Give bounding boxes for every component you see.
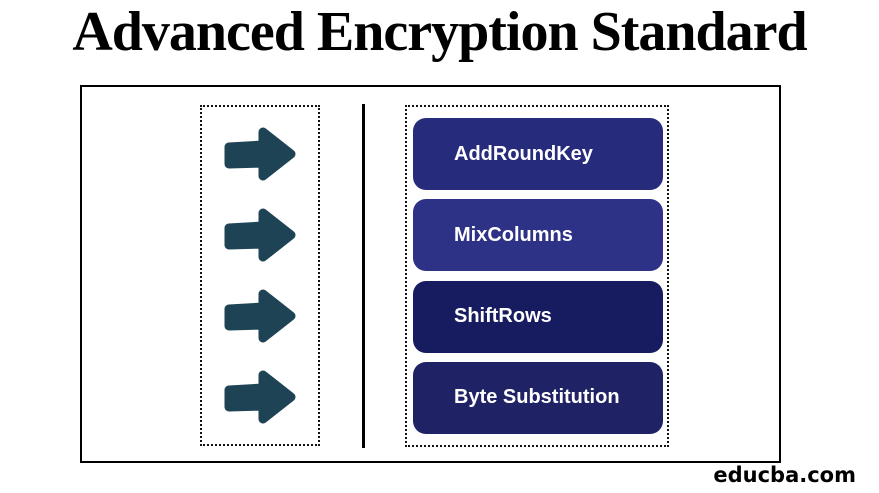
right-arrow-icon [224, 208, 296, 262]
arrows-column [200, 105, 320, 446]
page-title: Advanced Encryption Standard [72, 1, 807, 63]
step-label: AddRoundKey [454, 142, 593, 165]
step-label: MixColumns [454, 223, 573, 246]
step-label: Byte Substitution [454, 386, 620, 409]
step-label: ShiftRows [454, 305, 552, 328]
right-arrow-icon [224, 127, 296, 181]
vertical-divider [362, 104, 365, 448]
right-arrow-icon [224, 289, 296, 343]
right-arrow-icon [224, 370, 296, 424]
step-box-bytesubstitution: Byte Substitution [413, 361, 663, 434]
step-box-mixcolumns: MixColumns [413, 199, 663, 272]
step-box-addroundkey: AddRoundKey [413, 118, 663, 190]
step-box-shiftrows: ShiftRows [413, 280, 663, 353]
diagram-frame: AddRoundKey MixColumns ShiftRows Byte Su… [80, 85, 781, 463]
educba-watermark: educba.com [713, 463, 856, 487]
steps-column: AddRoundKey MixColumns ShiftRows Byte Su… [405, 105, 669, 447]
